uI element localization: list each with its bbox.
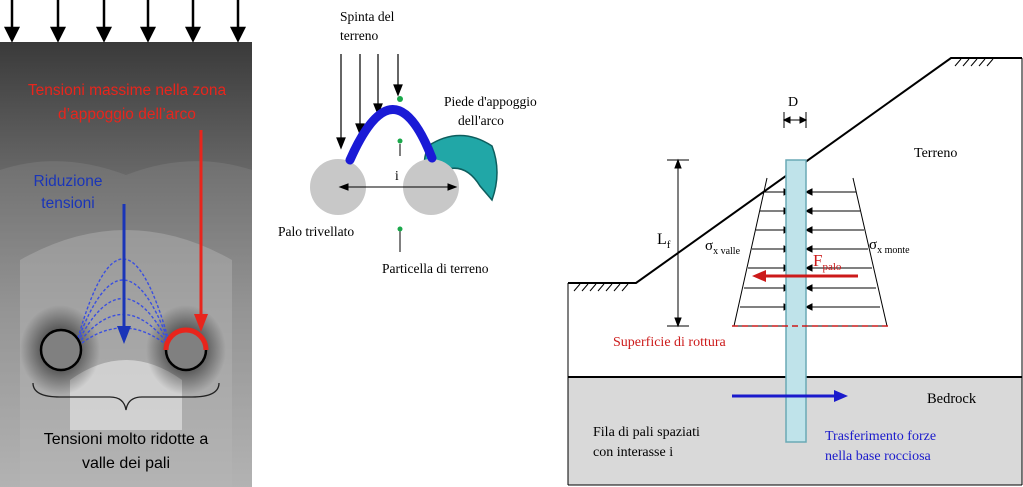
mountain-pressure-arrows [804,188,880,311]
length-dimension [667,158,689,328]
pile-left [39,328,83,372]
right-panel-section: D Terreno Lf σx valle σx monte Fpalo Sup… [566,0,1023,487]
max-stress-arrow-head [194,314,208,332]
spacing-dimension [338,183,458,191]
pile-force-label: Fpalo [813,251,842,273]
failure-surface-label: Superficie di rottura [613,335,727,350]
sigma-mountain-label: σx monte [869,237,910,256]
soil-particle-markers [397,138,403,252]
stress-map-svg: Tensioni massime nella zona d’appoggio d… [0,0,252,487]
bottom-label-line1: Tensioni molto ridotte a [44,431,209,448]
stress-contour-zone [70,360,182,430]
max-stress-label-line2: d’appoggio dell’arco [58,106,196,123]
ground-hatches [573,58,994,292]
valley-pressure-arrows [740,188,792,311]
thrust-label-line1: Spinta del [340,9,395,24]
reduction-label-line2: tensioni [41,195,94,212]
bottom-label-line2: valle dei pali [82,455,170,472]
pile [785,159,807,443]
thrust-label-line2: terreno [340,28,378,43]
force-transfer-arrow-head [834,390,848,402]
left-panel-stress-map: Tensioni massime nella zona d’appoggio d… [0,0,252,487]
bedrock-label: Bedrock [927,391,977,407]
reduction-label-line1: Riduzione [34,173,103,190]
transfer-label-line1: Trasferimento forze [825,429,936,444]
brace [32,382,220,411]
sigma-valley-label: σx valle [705,238,741,257]
soil-arch [345,105,437,165]
thrust-arrows [336,54,403,150]
pressure-diagram-outline [733,177,888,327]
foot-label-line1: Piede d'appoggio [444,94,537,109]
pile-row-label-line2: con interasse i [593,445,673,460]
reduction-arrow-head [117,326,131,344]
particle-label: Particella di terreno [382,261,489,276]
section-svg: D Terreno Lf σx valle σx monte Fpalo Sup… [567,57,1023,486]
max-stress-label-line1: Tensioni massime nella zona [28,82,227,99]
soil-label: Terreno [914,146,957,161]
length-label: Lf [657,231,671,251]
pile-force-arrow-head [752,270,766,282]
pile-row-label-line1: Fila di pali spaziati [593,425,700,440]
spacing-label: i [395,168,399,183]
diameter-dimension [782,112,808,128]
transfer-label-line2: nella base rocciosa [825,449,932,464]
middle-panel-arching: Spinta del terreno Piede d'appoggio dell… [270,0,570,300]
arching-svg: Spinta del terreno Piede d'appoggio dell… [278,9,537,276]
arch-point-marker [397,96,403,102]
bored-pile-left [310,159,366,215]
load-arrows [3,0,247,43]
bored-pile-label: Palo trivellato [278,224,354,239]
diameter-label: D [788,95,798,110]
stress-contour-zone [0,161,252,487]
pile-arch-support-highlight [163,327,209,351]
foot-label-line2: dell'arco [458,113,504,128]
